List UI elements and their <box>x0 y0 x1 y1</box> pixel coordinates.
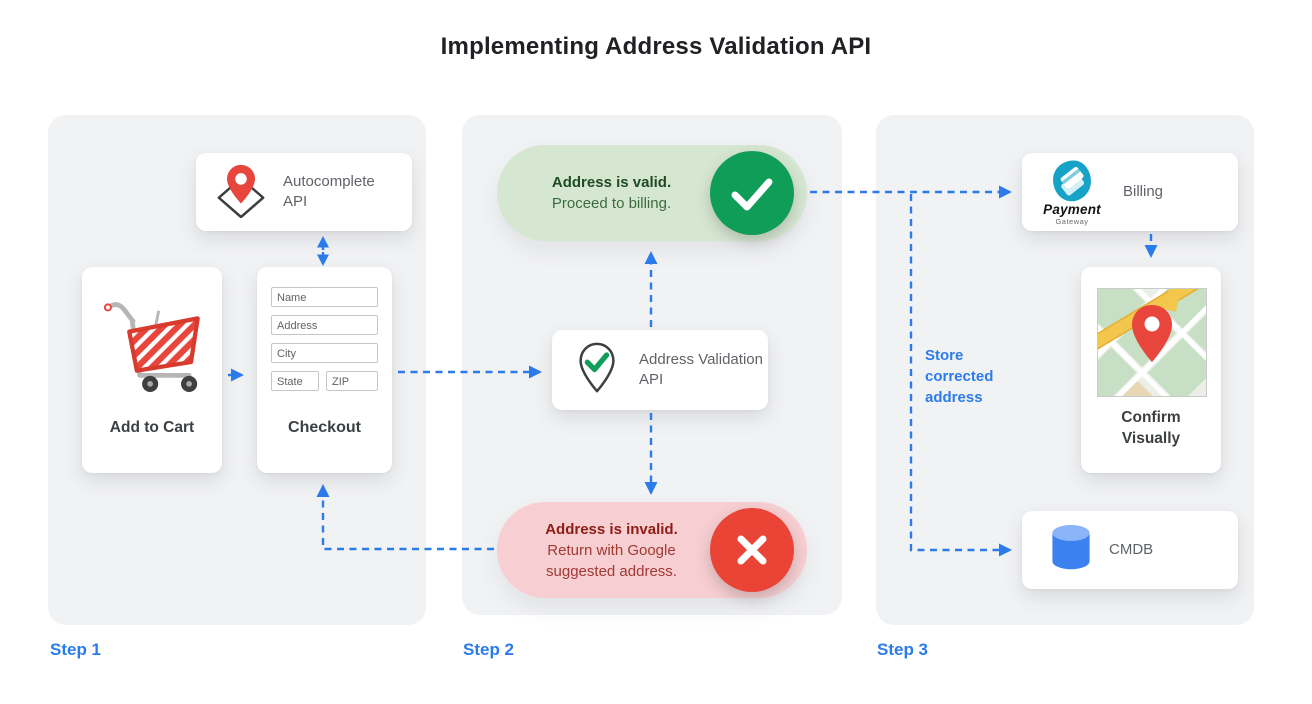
billing-node: Payment Gateway Billing <box>1022 153 1238 231</box>
valid-subtitle: Proceed to billing. <box>551 195 672 212</box>
name-field: Name <box>271 287 378 307</box>
address-valid-pill: Address is valid. Proceed to billing. <box>497 145 807 241</box>
payment-logo-subtitle: Gateway <box>1055 216 1089 226</box>
valid-title: Address is valid. <box>551 174 672 191</box>
cmdb-label: CMDB <box>1109 540 1154 558</box>
address-field: Address <box>271 315 378 335</box>
address-validation-api-label: Address Validation API <box>639 350 763 388</box>
shopping-cart-icon <box>96 293 210 400</box>
billing-label: Billing <box>1123 182 1164 200</box>
confirm-visually-label: Confirm Visually <box>1121 409 1181 447</box>
step3-label: Step 3 <box>877 640 929 659</box>
invalid-subtitle: Return with Google suggested address. <box>546 541 677 580</box>
database-cylinder-icon <box>1048 523 1094 578</box>
map-thumbnail-with-pin <box>1097 288 1207 397</box>
checkmark-circle-icon <box>710 151 794 235</box>
state-field: State <box>271 371 319 391</box>
address-validation-api-node: Address Validation API <box>552 330 768 410</box>
autocomplete-api-label: Autocomplete API <box>283 172 375 210</box>
add-to-cart-node: Add to Cart <box>82 267 222 473</box>
checkout-label: Checkout <box>288 419 361 436</box>
confirm-visually-node: Confirm Visually <box>1081 267 1221 473</box>
cmdb-node: CMDB <box>1022 511 1238 589</box>
pin-checkmark-icon <box>570 340 624 401</box>
address-invalid-pill: Address is invalid. Return with Google s… <box>497 502 807 598</box>
step2-label: Step 2 <box>463 640 515 659</box>
step1-label: Step 1 <box>50 640 102 659</box>
city-field: City <box>271 343 378 363</box>
invalid-title: Address is invalid. <box>545 520 678 538</box>
checkout-form: Name Address City State ZIP <box>271 287 378 399</box>
autocomplete-api-node: Autocomplete API <box>196 153 412 231</box>
store-corrected-address-note: Store corrected address <box>925 347 994 406</box>
map-pin-diamond-icon <box>214 162 268 223</box>
checkout-node: Name Address City State ZIP Checkout <box>257 267 392 473</box>
x-circle-icon <box>710 508 794 592</box>
payment-logo-title: Payment <box>1043 201 1101 217</box>
zip-field: ZIP <box>326 371 378 391</box>
page-title: Implementing Address Validation API <box>440 33 872 60</box>
payment-gateway-logo: Payment Gateway <box>1036 159 1108 226</box>
add-to-cart-label: Add to Cart <box>109 419 195 436</box>
